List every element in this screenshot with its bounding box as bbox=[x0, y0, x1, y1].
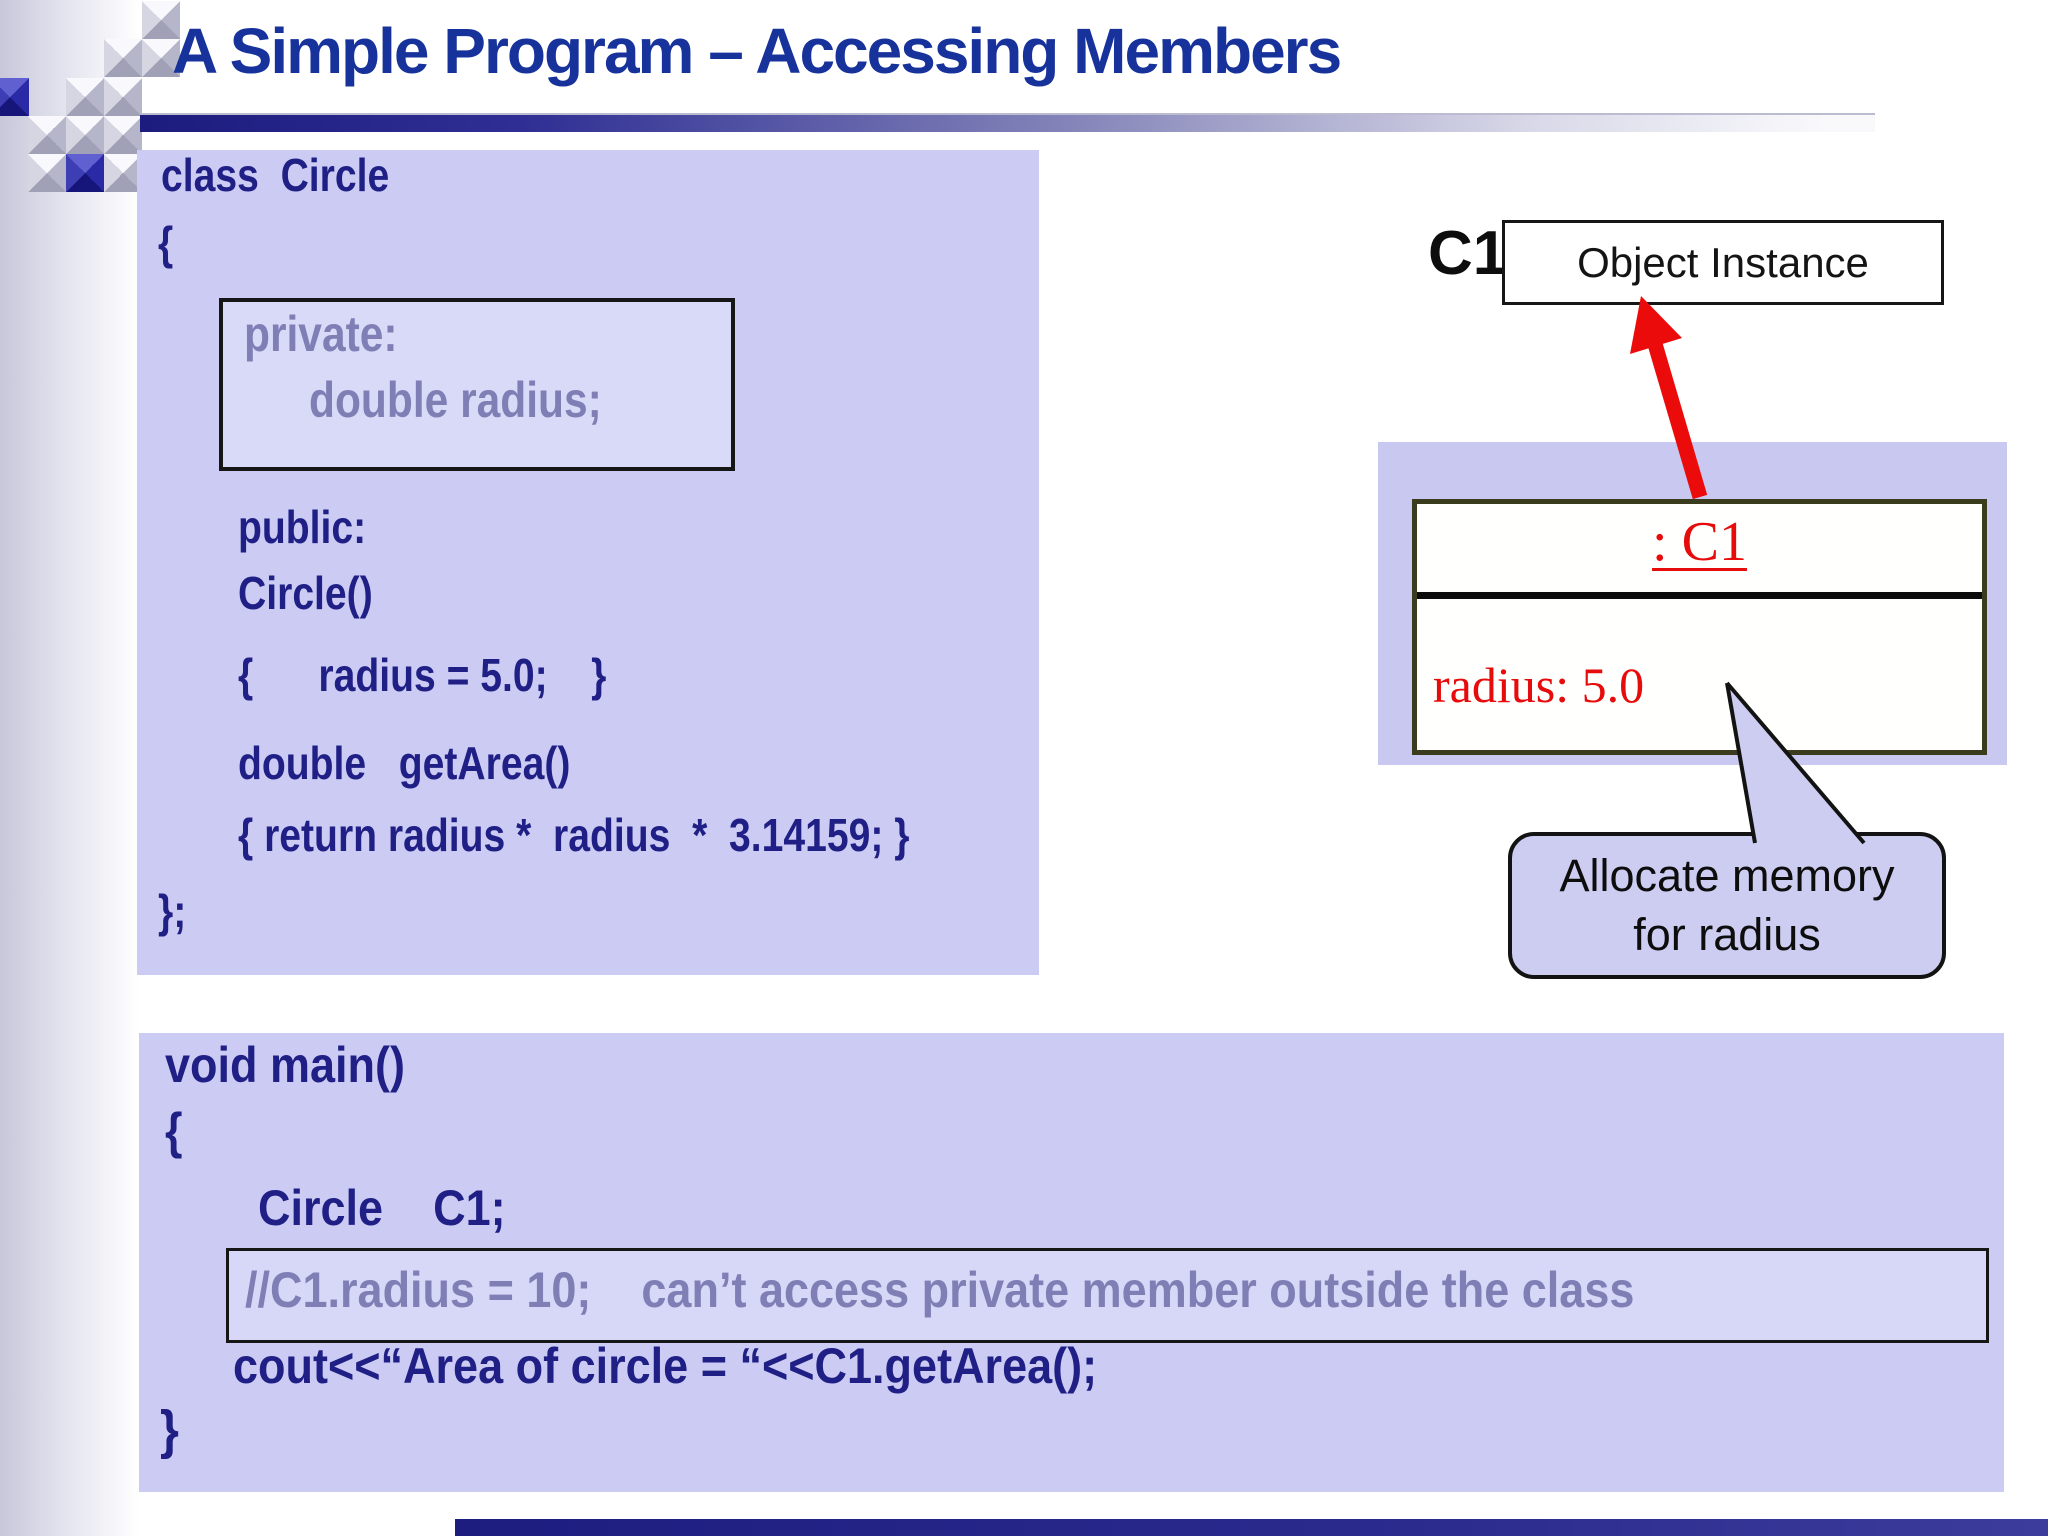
decor-square bbox=[142, 39, 180, 77]
uml-divider-line bbox=[1417, 592, 1982, 599]
title-underline-bar bbox=[140, 113, 1875, 132]
object-instance-label: Object Instance bbox=[1577, 238, 1869, 286]
code-line-circle-c1: Circle C1; bbox=[258, 1180, 506, 1236]
decor-square bbox=[104, 39, 142, 77]
code-line-cout: cout<<“Area of circle = “<<C1.getArea(); bbox=[233, 1338, 1098, 1394]
decor-square bbox=[28, 116, 66, 154]
decor-square bbox=[28, 154, 66, 192]
callout-line2: for radius bbox=[1633, 908, 1821, 960]
code-line-void-main: void main() bbox=[165, 1037, 406, 1093]
decor-square-navy bbox=[0, 78, 29, 116]
class-code-panel bbox=[137, 150, 1039, 975]
object-instance-box: Object Instance bbox=[1502, 220, 1944, 305]
allocate-memory-callout: Allocate memory for radius bbox=[1508, 832, 1946, 979]
code-line-comment: //C1.radius = 10; can’t access private m… bbox=[245, 1262, 1635, 1318]
code-line-public: public: bbox=[238, 501, 367, 553]
decor-square bbox=[104, 116, 142, 154]
decor-square bbox=[104, 154, 142, 192]
code-line-main-open-brace: { bbox=[165, 1103, 183, 1159]
uml-object-title: : C1 bbox=[1652, 511, 1747, 573]
footer-bar bbox=[455, 1519, 2048, 1536]
private-members-box bbox=[219, 298, 735, 471]
code-line-getarea: double getArea() bbox=[238, 737, 571, 789]
c1-variable-label: C1 bbox=[1428, 219, 1508, 288]
callout-line1: Allocate memory bbox=[1559, 850, 1895, 901]
code-line-open-brace: { bbox=[158, 217, 174, 269]
code-line-getarea-body: { return radius * radius * 3.14159; } bbox=[238, 809, 910, 861]
slide-title: A Simple Program – Accessing Members bbox=[172, 15, 1342, 87]
left-margin-strip bbox=[0, 0, 140, 1536]
uml-attribute-value: radius: 5.0 bbox=[1433, 657, 1645, 713]
code-line-constructor: Circle() bbox=[238, 567, 373, 619]
decor-square-navy bbox=[66, 154, 104, 192]
comment-box bbox=[226, 1248, 1989, 1343]
code-line-private: private: bbox=[244, 306, 398, 362]
code-line-constructor-body: { radius = 5.0; } bbox=[238, 649, 607, 701]
uml-object-box: : C1 radius: 5.0 bbox=[1412, 499, 1987, 755]
decor-square bbox=[142, 1, 180, 39]
code-line-class: class Circle bbox=[161, 149, 390, 201]
decor-square bbox=[104, 78, 142, 116]
decor-square bbox=[66, 78, 104, 116]
decor-square bbox=[66, 116, 104, 154]
code-line-radius-decl: double radius; bbox=[309, 372, 602, 428]
code-line-class-end: }; bbox=[158, 885, 187, 937]
code-line-main-close-brace: } bbox=[160, 1400, 179, 1460]
